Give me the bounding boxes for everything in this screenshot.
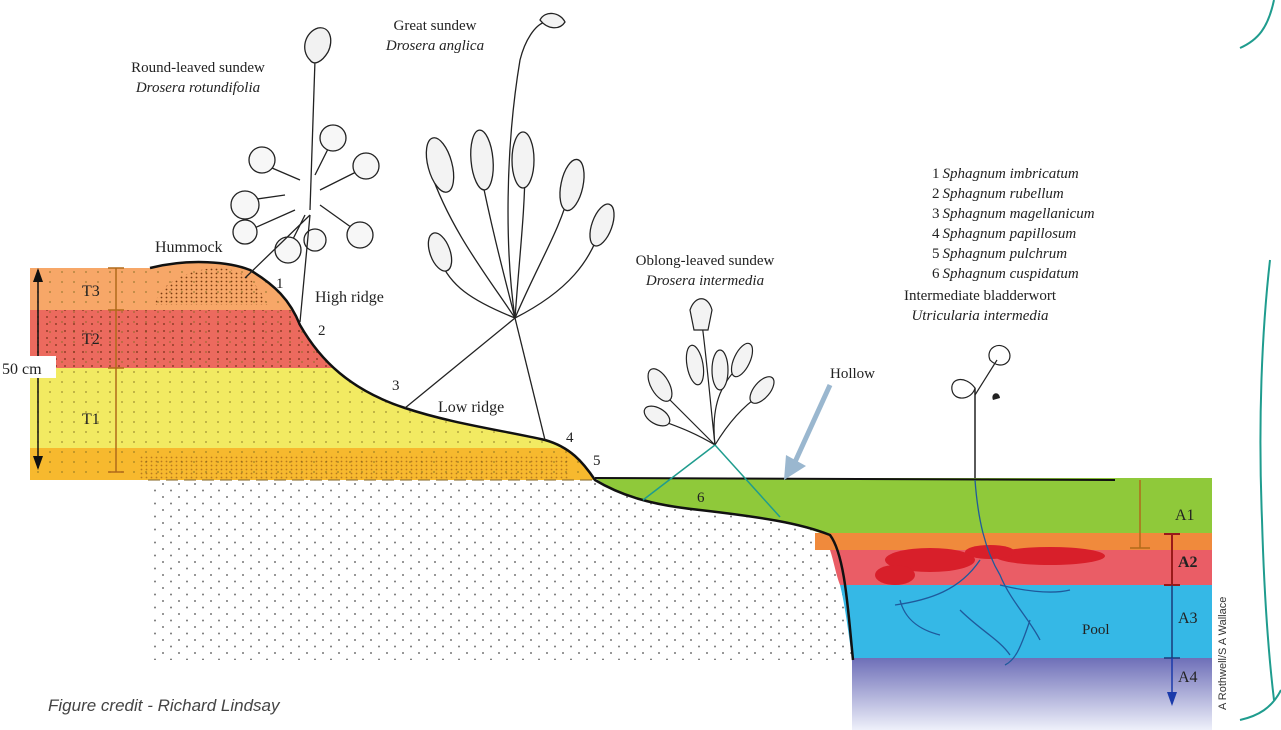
layer-t1: T1 xyxy=(82,411,100,428)
oblong-common: Oblong-leaved sundew xyxy=(636,253,775,269)
artist-credit: A Rothwell/S A Wallace xyxy=(1217,597,1229,710)
high-ridge-label: High ridge xyxy=(315,289,384,306)
layer-a1: A1 xyxy=(1175,507,1195,524)
pool-label: Pool xyxy=(1082,622,1110,638)
low-ridge-label: Low ridge xyxy=(438,399,504,416)
scale-label: 50 cm xyxy=(2,361,42,378)
layer-a2: A2 xyxy=(1178,554,1198,571)
point-6: 6 xyxy=(697,490,705,506)
a4-band xyxy=(852,658,1212,730)
great-common: Great sundew xyxy=(394,18,477,34)
layer-a4: A4 xyxy=(1178,669,1198,686)
point-1: 1 xyxy=(276,276,284,292)
bladderwort-common: Intermediate bladderwort xyxy=(904,288,1057,304)
bladderwort-latin: Utricularia intermedia xyxy=(911,308,1048,324)
point-4: 4 xyxy=(566,430,574,446)
round-leaved-latin: Drosera rotundifolia xyxy=(135,80,260,96)
bladderwort-plant xyxy=(952,345,1010,478)
point-2: 2 xyxy=(318,323,326,339)
orange-band xyxy=(815,533,1212,550)
great-latin: Drosera anglica xyxy=(385,38,484,54)
oblong-latin: Drosera intermedia xyxy=(645,273,764,289)
round-leaved-common: Round-leaved sundew xyxy=(131,60,265,76)
layer-a3: A3 xyxy=(1178,610,1198,627)
great-sundew-drawing xyxy=(421,13,619,318)
hollow-arrow xyxy=(784,385,830,480)
a3-band xyxy=(840,585,1212,658)
point-5: 5 xyxy=(593,453,601,469)
figure-credit: Figure credit - Richard Lindsay xyxy=(48,696,279,716)
decorative-border xyxy=(1240,0,1281,720)
point-3: 3 xyxy=(392,378,400,394)
layer-t3: T3 xyxy=(82,283,100,300)
hummock-label: Hummock xyxy=(155,239,223,256)
hollow-label: Hollow xyxy=(830,366,875,382)
layer-t2: T2 xyxy=(82,331,100,348)
oblong-leaved-sundew-drawing xyxy=(641,299,779,445)
